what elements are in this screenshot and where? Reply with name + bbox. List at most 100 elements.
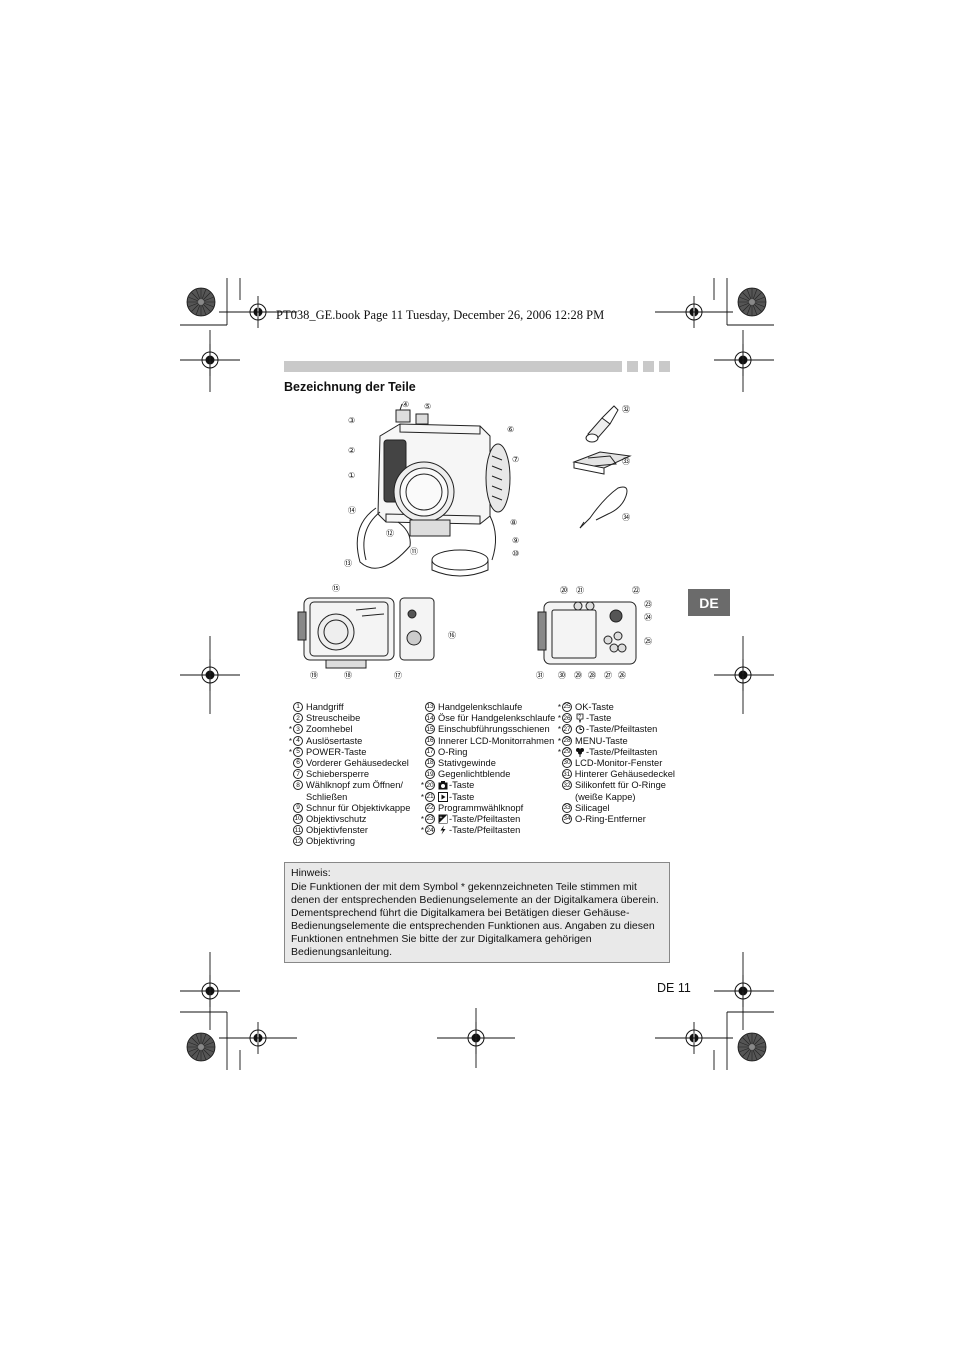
note-box: Hinweis: Die Funktionen der mit dem Symb… [284,862,670,963]
crop-lines [180,278,774,1070]
part-label: Auslösertaste [306,735,363,746]
star-mark-tr [737,287,767,317]
housing-front-illustration: ③ ④ ⑤ ⑥ ② ⑦ ① ⑭ ⑧ ⑫ ⑨ ⑪ ⑩ ⑬ [344,400,519,577]
part-number: 24 [425,825,435,836]
callout-16: ⑯ [448,631,456,640]
callout-7: ⑦ [512,455,519,464]
part-row: *26?-Taste [555,713,675,724]
part-label: Streuscheibe [306,713,361,724]
part-number: 9 [293,802,303,813]
part-label-continued: Schließen [306,791,348,802]
callout-3: ③ [348,416,355,425]
part-number: 21 [425,791,435,802]
part-number: 12 [293,836,303,847]
part-number: 25 [562,702,572,712]
part-number: 20 [425,780,435,791]
part-number: 34 [562,814,572,825]
section-box-3 [659,361,670,372]
part-row: *21 -Taste [418,791,558,803]
part-number: 2 [293,713,303,724]
part-number: 8 [293,780,303,791]
part-label: -Taste [449,780,475,791]
part-label: LCD-Monitor-Fenster [575,758,663,769]
svg-text:?: ? [578,715,581,721]
part-number: 31 [561,769,572,780]
part-label: Hinterer Gehäusedeckel [574,769,675,780]
part-number: 30 [562,758,572,769]
callout-26: ㉖ [618,671,626,680]
callout-18: ⑱ [344,671,352,680]
callout-9: ⑨ [512,536,519,545]
callout-15: ⑮ [332,584,340,593]
svg-text:+: + [440,815,443,821]
callout-10: ⑩ [512,549,519,558]
part-number: 23 [425,814,435,825]
part-label: Objektivring [306,836,356,847]
callout-23: ㉓ [644,600,652,609]
callout-30: ㉚ [558,671,566,680]
star-mark-br [737,1032,767,1062]
part-number: 13 [425,702,435,712]
part-label: OK-Taste [575,702,614,712]
callout-28: ㉘ [588,671,596,680]
part-number: 3 [293,724,303,735]
function-asterisk: * [288,736,292,746]
part-number: 18 [425,758,435,769]
part-number: 26 [562,713,572,724]
part-label: -Taste/Pfeiltasten [449,825,521,836]
part-label: Silikonfett für O-Ringe [575,780,666,791]
note-title: Hinweis: [291,867,331,879]
part-number: 19 [425,769,435,780]
part-label: Handgelenkschlaufe [438,702,523,712]
callout-20: ⑳ [560,586,568,595]
star-mark-bl [186,1032,216,1062]
function-asterisk: * [420,815,424,825]
callout-31: ㉛ [536,671,544,680]
callout-4: ④ [402,400,409,409]
star-mark-tl [186,287,216,317]
part-label: Objektivschutz [306,814,367,825]
part-label: -Taste [449,791,475,802]
part-label: Handgriff [306,702,344,712]
function-asterisk: * [288,747,292,757]
part-label: POWER-Taste [306,746,367,757]
part-label: Objektivfenster [306,825,369,836]
part-label: O-Ring-Entferner [575,814,646,825]
part-label: -Taste/Pfeiltasten [586,746,658,757]
language-tab: DE [688,589,730,616]
callout-32: ㉜ [622,405,630,414]
part-number: 17 [425,746,435,757]
part-number: 14 [425,713,435,724]
part-number: 29 [562,746,572,757]
housing-open-illustration: ⑮ ⑯ ⑰ ⑱ ⑲ [297,584,456,680]
macro-icon [575,747,585,757]
part-number: 5 [293,746,303,757]
part-label: Schnur für Objektivkappe [306,802,411,813]
part-label: Schiebersperre [306,769,370,780]
part-label: Gegenlichtblende [438,769,511,780]
function-asterisk: * [420,792,424,802]
callout-1: ① [348,471,355,480]
callout-34: ㉞ [622,513,630,522]
part-number: 33 [562,802,572,813]
part-label-continued: (weiße Kappe) [575,791,636,802]
part-number: 4 [293,735,303,746]
part-number: 28 [562,735,572,746]
part-label: MENU-Taste [575,735,628,746]
part-number: 10 [293,814,303,825]
callout-25: ㉕ [644,637,652,646]
help-icon: ? [575,713,585,724]
part-label: Öse für Handgelenkschlaufe [438,713,556,724]
